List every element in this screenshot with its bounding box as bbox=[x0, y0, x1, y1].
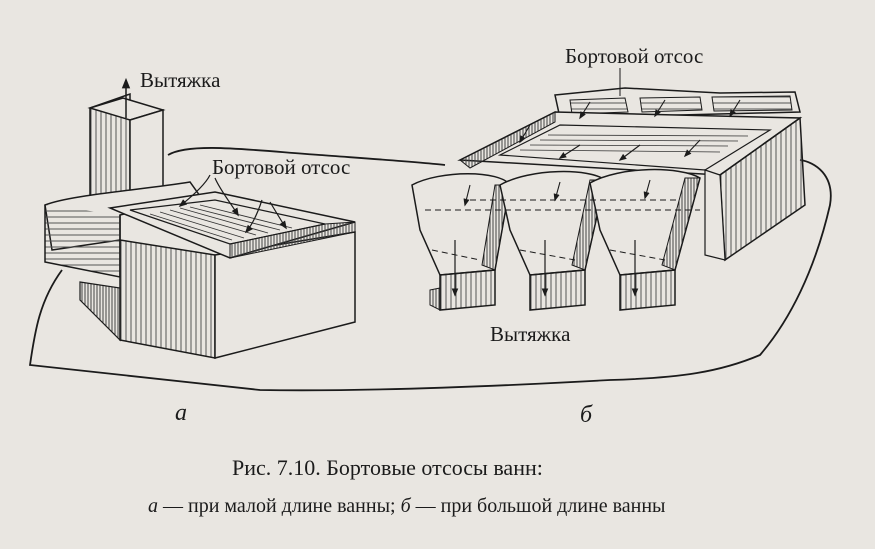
top-box-3 bbox=[711, 95, 793, 112]
figure-caption-legend: а — при малой длине ванны; б — при больш… bbox=[148, 495, 666, 518]
base-outline bbox=[28, 159, 832, 392]
bath-a-front bbox=[119, 239, 216, 359]
top-box-1 bbox=[569, 97, 629, 115]
hopper-3 bbox=[589, 168, 701, 311]
panel-a-suction-label: Бортовой отсос bbox=[212, 155, 351, 179]
legend-b-text: — при большой длине ванны bbox=[410, 495, 666, 517]
panel-b-exhaust-label: Вытяжка bbox=[490, 322, 571, 346]
legend-b-letter: б bbox=[400, 495, 411, 517]
hopper-1 bbox=[411, 173, 511, 311]
panel-a-letter: а bbox=[175, 400, 187, 426]
top-box-2 bbox=[639, 96, 703, 113]
panel-a-drawing bbox=[44, 77, 356, 359]
legend-a-text: — при малой длине ванны; bbox=[158, 495, 401, 517]
figure-caption-title: Рис. 7.10. Бортовые отсосы ванн: bbox=[232, 455, 543, 480]
panel-b-drawing bbox=[411, 68, 806, 311]
legend-a-letter: а bbox=[148, 495, 158, 517]
panel-a-exhaust-label: Вытяжка bbox=[140, 68, 221, 92]
panel-b-letter: б bbox=[580, 402, 593, 428]
hopper-2 bbox=[499, 170, 606, 311]
panel-b-suction-label: Бортовой отсос bbox=[565, 44, 704, 68]
